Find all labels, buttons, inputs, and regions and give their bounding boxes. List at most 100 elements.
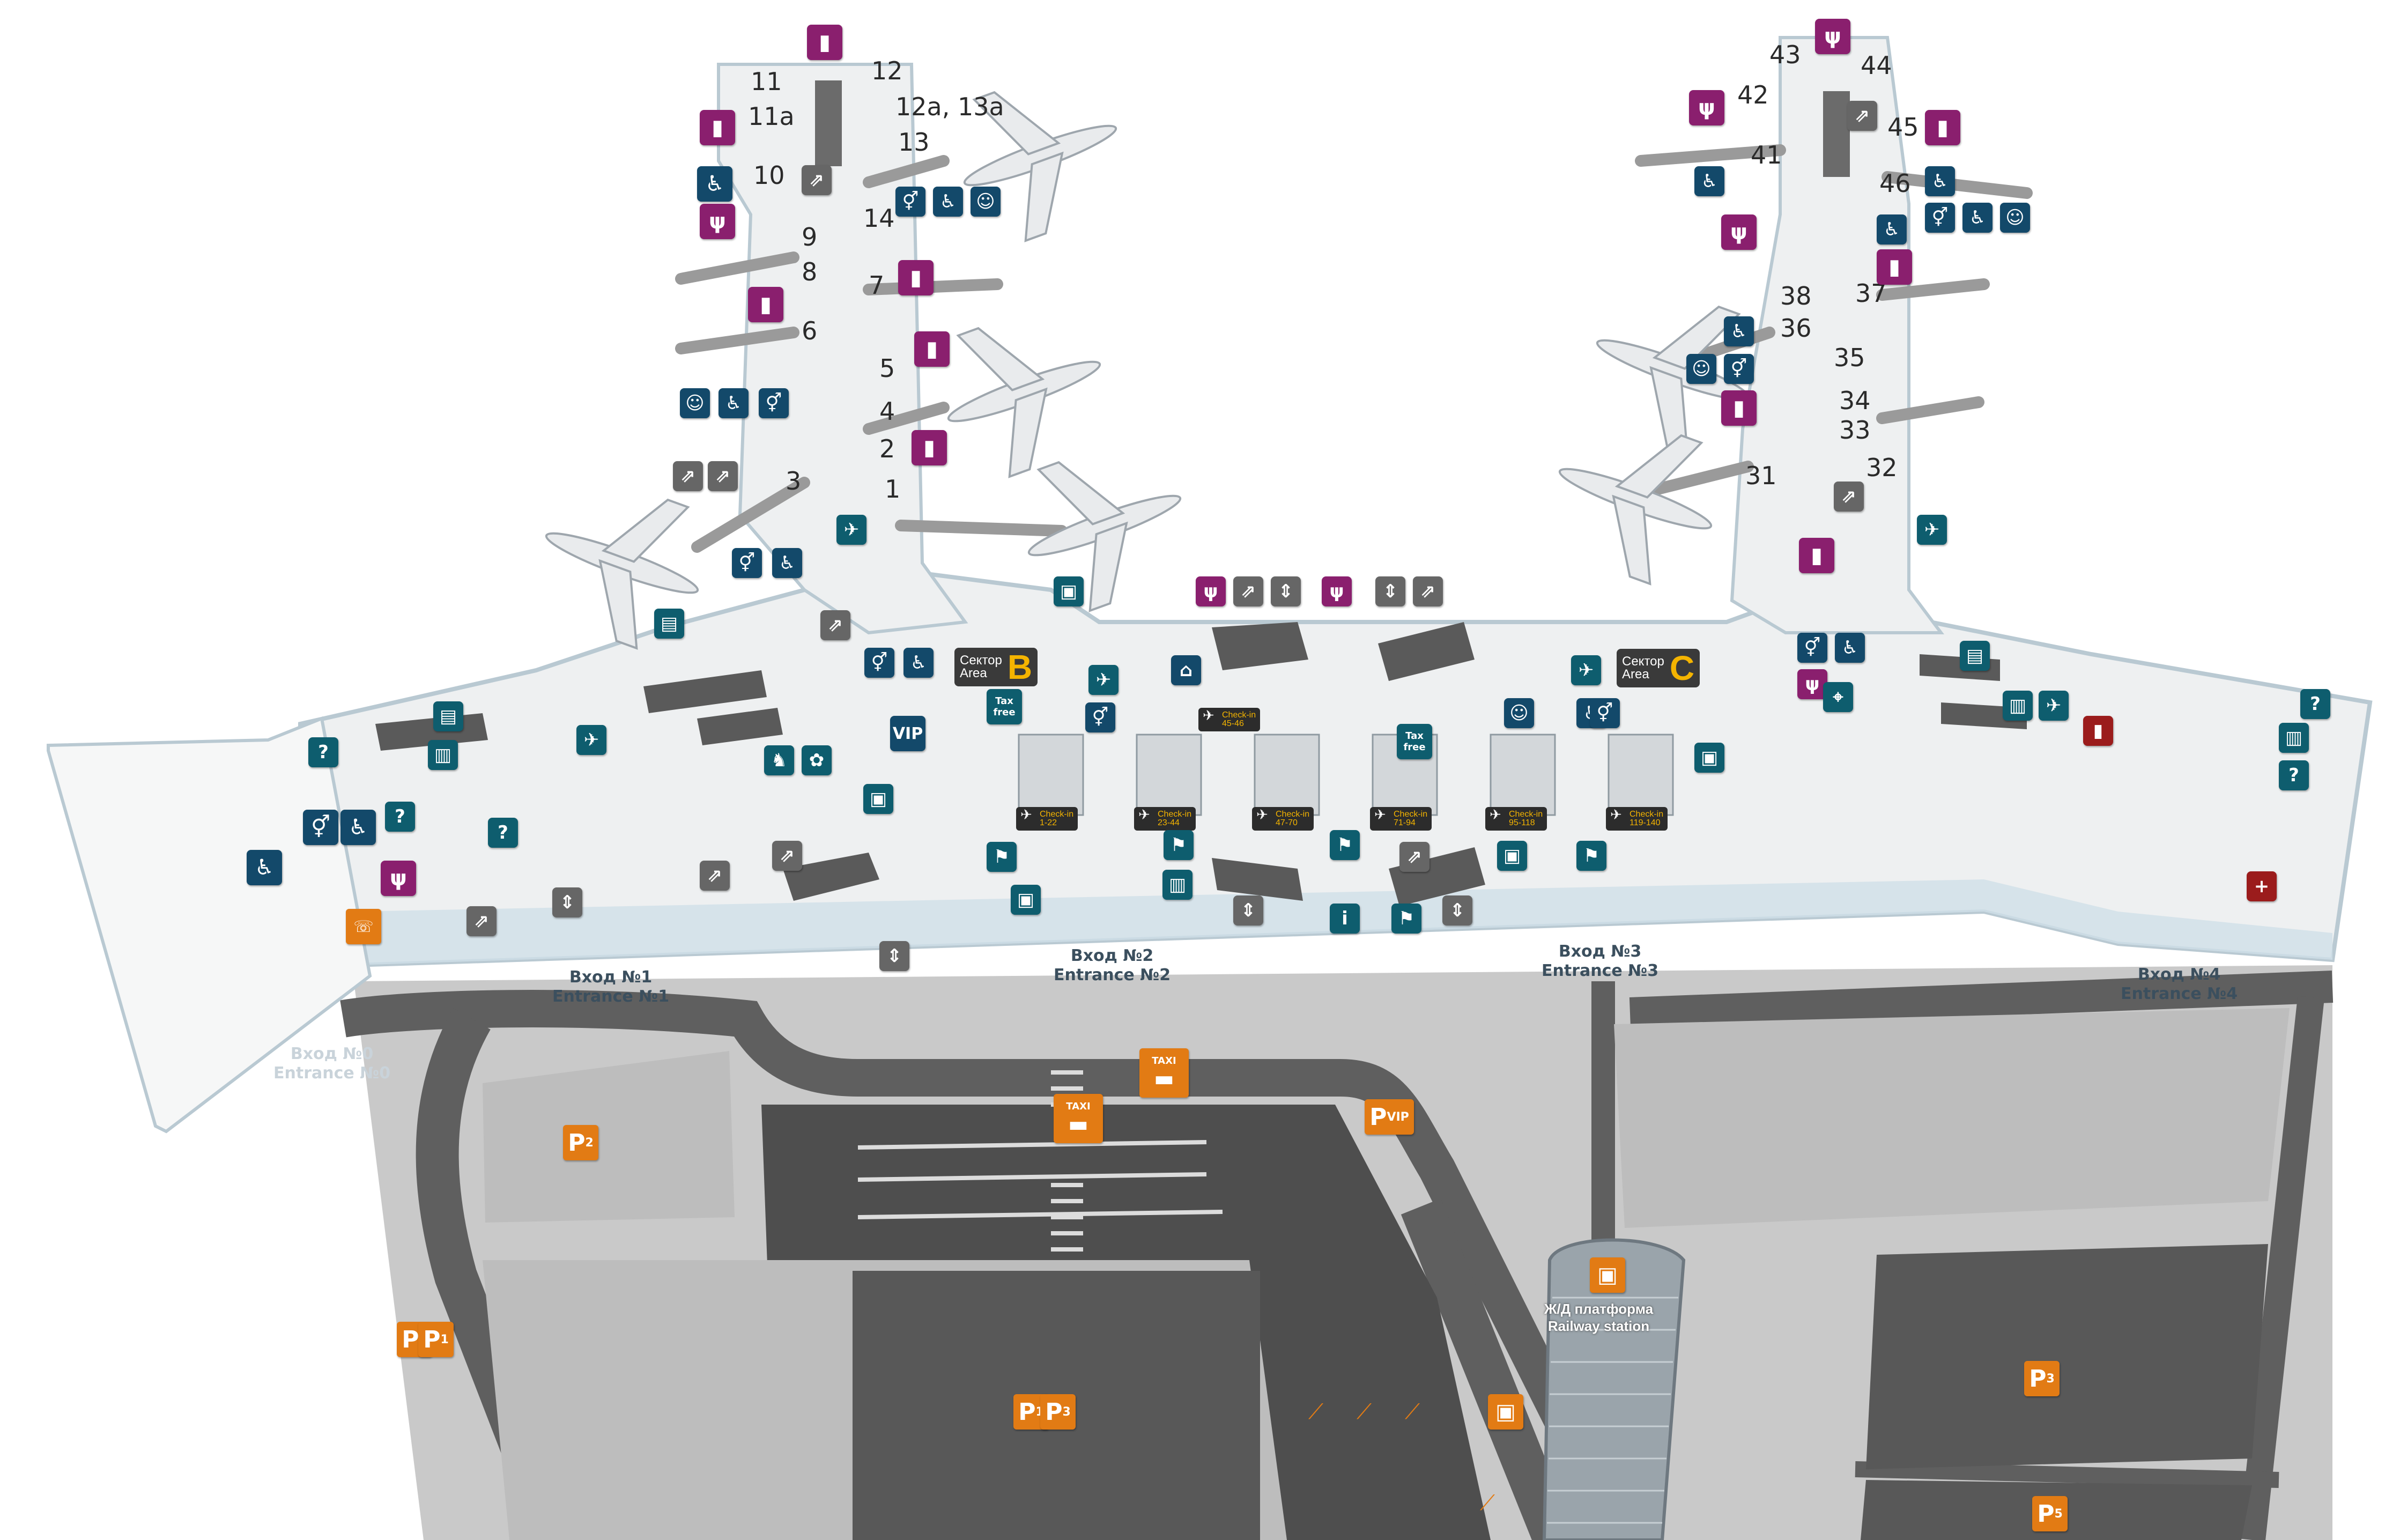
restroom-icon[interactable]: ⚥: [732, 548, 762, 578]
escalator-icon[interactable]: ⇗: [772, 841, 802, 871]
meeting-point-icon[interactable]: ⚑: [1576, 841, 1606, 871]
shop-icon[interactable]: ▮: [748, 287, 783, 322]
service-bell-icon[interactable]: ⌂: [1171, 655, 1201, 685]
escalator-icon[interactable]: ⇗: [708, 461, 738, 491]
restaurant-icon[interactable]: ψ: [1797, 669, 1827, 699]
transfer-icon[interactable]: ✈: [836, 515, 866, 545]
shop-icon[interactable]: ▮: [1877, 249, 1912, 285]
restaurant-icon[interactable]: ψ: [381, 861, 416, 896]
wheelchair-icon[interactable]: ♿: [1724, 316, 1754, 346]
taxi-icon[interactable]: TAXI▬: [1054, 1094, 1103, 1143]
elevator-icon[interactable]: ⇕: [879, 941, 909, 971]
departures-icon[interactable]: ✈: [1571, 655, 1601, 685]
restroom-icon[interactable]: ⚥: [1085, 702, 1115, 732]
restroom-icon[interactable]: ⚥: [1590, 698, 1620, 728]
shop-icon[interactable]: ▮: [914, 331, 950, 367]
baggage-trolley-icon[interactable]: ▥: [2003, 691, 2033, 721]
escalator-icon[interactable]: ⇗: [1834, 482, 1864, 512]
escalator-icon[interactable]: ⇗: [1233, 576, 1263, 606]
restroom-icon[interactable]: ⚥: [1797, 633, 1827, 663]
shop-icon[interactable]: ▮: [807, 25, 842, 60]
baby-care-icon[interactable]: ☺: [1504, 698, 1534, 728]
meeting-point-icon[interactable]: ⚑: [1391, 904, 1421, 934]
restroom-icon[interactable]: ⚥: [1925, 203, 1955, 233]
escalator-icon[interactable]: ⇗: [673, 461, 703, 491]
escalator-icon[interactable]: ⇗: [466, 906, 497, 936]
arrivals-icon[interactable]: ✈: [576, 725, 606, 755]
luggage-storage-icon[interactable]: ▤: [433, 701, 463, 731]
restaurant-icon[interactable]: ψ: [1721, 214, 1757, 250]
security-icon[interactable]: ⌖: [1823, 682, 1853, 712]
baggage-claim-icon[interactable]: ♿: [1877, 214, 1907, 245]
restroom-icon[interactable]: ⚥: [1724, 354, 1754, 384]
baby-care-icon[interactable]: ☺: [971, 187, 1001, 217]
train-icon[interactable]: ▣: [1590, 1257, 1625, 1293]
bus-icon[interactable]: ▣: [1488, 1394, 1523, 1430]
luggage-storage-icon[interactable]: ▤: [654, 609, 684, 639]
ticket-office-icon[interactable]: ▣: [1694, 743, 1724, 773]
flower-shop-icon[interactable]: ✿: [802, 745, 832, 775]
baby-care-icon[interactable]: ☺: [1686, 354, 1716, 384]
escalator-icon[interactable]: ⇗: [1413, 576, 1443, 606]
restaurant-icon[interactable]: ψ: [1196, 576, 1226, 606]
transfer-icon[interactable]: ✈: [1917, 515, 1947, 545]
luggage-storage-icon[interactable]: ▤: [1960, 641, 1990, 671]
wheelchair-icon[interactable]: ♿: [1962, 203, 1993, 233]
escalator-icon[interactable]: ⇗: [802, 165, 832, 195]
shop-icon[interactable]: ▮: [1925, 110, 1960, 145]
passport-control-icon[interactable]: ▣: [1054, 576, 1084, 606]
wheelchair-icon[interactable]: ♿: [719, 388, 749, 418]
baggage-trolley-icon[interactable]: ▥: [1162, 870, 1192, 900]
elevator-icon[interactable]: ⇕: [1442, 895, 1472, 926]
ticket-office-icon[interactable]: ▣: [863, 784, 893, 814]
ticket-office-icon[interactable]: ▣: [1497, 841, 1527, 871]
taxi-phone-icon[interactable]: ☏: [346, 909, 381, 944]
baggage-claim-icon[interactable]: ♿: [697, 166, 732, 202]
baggage-claim-icon[interactable]: ♿: [1925, 166, 1955, 196]
information-desk-icon[interactable]: ?: [308, 737, 338, 767]
wheelchair-icon[interactable]: ♿: [772, 548, 802, 578]
elevator-icon[interactable]: ⇕: [1271, 576, 1301, 606]
departures-icon[interactable]: ✈: [1088, 665, 1119, 695]
information-desk-icon[interactable]: i: [1330, 904, 1360, 934]
taxi-icon[interactable]: TAXI▬: [1139, 1048, 1189, 1098]
lost-found-icon[interactable]: ?: [2300, 689, 2330, 719]
wheelchair-icon[interactable]: ♿: [933, 187, 963, 217]
shop-icon[interactable]: ▮: [898, 260, 934, 295]
baby-care-icon[interactable]: ☺: [680, 388, 710, 418]
tax-free-icon[interactable]: Tax free: [987, 689, 1022, 724]
shop-icon[interactable]: ▮: [912, 430, 947, 465]
escalator-icon[interactable]: ⇗: [820, 610, 850, 640]
escalator-icon[interactable]: ⇗: [1399, 842, 1429, 872]
restroom-icon[interactable]: ⚥: [759, 388, 789, 418]
restaurant-icon[interactable]: ψ: [1815, 19, 1850, 54]
restaurant-icon[interactable]: ψ: [1689, 90, 1724, 125]
vip-lounge-icon[interactable]: VIP: [890, 716, 925, 751]
wheelchair-icon[interactable]: ♿: [340, 810, 376, 845]
restroom-icon[interactable]: ⚥: [303, 810, 338, 845]
ticket-office-icon[interactable]: ▣: [1011, 885, 1041, 915]
shop-icon[interactable]: ▮: [1799, 538, 1834, 573]
restaurant-icon[interactable]: ψ: [1322, 576, 1352, 606]
baggage-trolley-icon[interactable]: ▥: [428, 740, 458, 770]
lost-found-icon[interactable]: ?: [385, 802, 415, 832]
wheelchair-icon[interactable]: ♿: [247, 850, 282, 885]
wheelchair-icon[interactable]: ♿: [903, 648, 934, 678]
elevator-icon[interactable]: ⇕: [1375, 576, 1405, 606]
escalator-icon[interactable]: ⇗: [700, 861, 730, 891]
restaurant-icon[interactable]: ψ: [700, 204, 735, 239]
meeting-point-icon[interactable]: ⚑: [987, 842, 1017, 872]
meeting-point-icon[interactable]: ⚑: [1164, 830, 1194, 860]
elevator-icon[interactable]: ⇕: [552, 887, 582, 917]
escalator-icon[interactable]: ⇗: [1847, 101, 1877, 131]
arrivals-icon[interactable]: ✈: [2039, 691, 2069, 721]
shop-icon[interactable]: ▮: [1721, 390, 1757, 426]
restroom-icon[interactable]: ⚥: [864, 648, 894, 678]
medical-icon[interactable]: +: [2247, 871, 2277, 901]
lost-found-icon[interactable]: ?: [488, 818, 518, 848]
